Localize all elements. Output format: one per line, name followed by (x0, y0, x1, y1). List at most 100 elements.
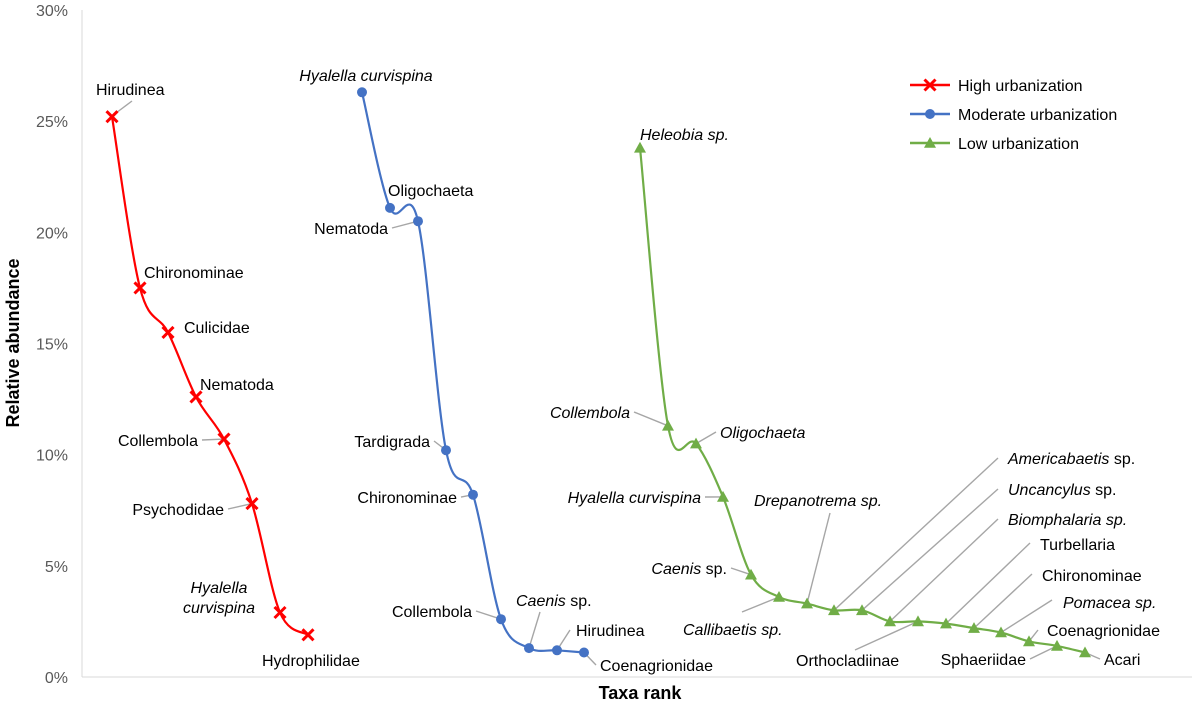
legend-label: Low urbanization (958, 136, 1079, 153)
point-label: Callibaetis sp. (683, 622, 783, 639)
label-leader-line (945, 542, 1031, 625)
data-point (189, 390, 203, 404)
label-leader-line (806, 512, 831, 604)
legend-item: Low urbanization (910, 136, 1079, 153)
data-point (468, 489, 478, 500)
legend-label: High urbanization (958, 78, 1083, 95)
point-label: Chironominae (357, 490, 457, 507)
data-point (245, 497, 259, 511)
label-leader-line (833, 457, 999, 611)
legend-marker (925, 109, 935, 119)
legend-marker (924, 137, 936, 148)
point-label: Hyalella curvispina (568, 490, 701, 507)
point-label: Coenagrionidae (600, 658, 713, 675)
point-label: Caenis sp. (651, 561, 727, 578)
y-tick-labels: 0% 5% 10% 15% 20% 25% 30% (36, 3, 68, 687)
data-point (968, 622, 980, 633)
point-label: Acari (1104, 652, 1140, 669)
axes: 0% 5% 10% 15% 20% 25% 30% Taxa rank Relative a… (3, 3, 1192, 703)
point-label: Collembola (392, 604, 472, 621)
point-label: Americabaetis sp. (1007, 451, 1135, 468)
point-label: Uncancylus sp. (1008, 482, 1117, 499)
label-leader-line (227, 502, 253, 510)
point-label: Hirudinea (576, 623, 645, 640)
legend-item: Moderate urbanization (910, 107, 1117, 124)
point-label: Chironominae (144, 265, 244, 282)
data-point (105, 110, 119, 124)
series-lines (110, 92, 1086, 654)
label-leader-line (854, 620, 919, 651)
data-point (552, 645, 562, 656)
legend-item: High urbanization (910, 78, 1083, 95)
series-line (360, 92, 585, 654)
point-label: Tardigrada (354, 434, 430, 451)
y-tick-label: 25% (36, 114, 68, 131)
point-label: Hydrophilidae (262, 653, 360, 670)
y-tick-label: 15% (36, 337, 68, 354)
y-tick-label: 20% (36, 225, 68, 242)
data-point (441, 445, 451, 456)
data-point (912, 615, 924, 627)
point-label: Collembola (550, 405, 630, 422)
label-leader-line (741, 596, 780, 613)
label-leader-line (201, 438, 225, 441)
data-point (717, 490, 729, 502)
point-label: Pomacea sp. (1063, 595, 1156, 612)
series-line (110, 116, 309, 636)
point-label: Drepanotrema sp. (754, 493, 882, 510)
legend-label: Moderate urbanization (958, 107, 1117, 124)
y-tick-label: 10% (36, 448, 68, 465)
data-point (690, 437, 702, 449)
point-label: Collembola (118, 433, 198, 450)
data-point (856, 604, 868, 616)
legend-marker (923, 78, 937, 92)
point-label: Psychodidae (132, 502, 224, 519)
label-leader-line (861, 488, 999, 611)
data-point (496, 614, 506, 625)
point-label: Hyalella curvispina (299, 68, 432, 85)
label-leader-line (695, 431, 717, 445)
label-leader-line (115, 100, 133, 114)
data-point (1051, 639, 1063, 651)
data-point (357, 87, 367, 98)
y-tick-label: 30% (36, 3, 68, 20)
data-point (828, 604, 840, 616)
point-label: Chironominae (1042, 568, 1142, 585)
point-label: Sphaeriidae (941, 652, 1027, 669)
point-label: Nematoda (314, 221, 388, 238)
data-point (1079, 646, 1091, 658)
label-leader-line (730, 567, 752, 576)
data-point (217, 432, 231, 446)
data-point (161, 325, 175, 339)
data-point (884, 615, 896, 627)
data-point (1023, 635, 1035, 647)
point-label: Nematoda (200, 377, 274, 394)
point-label: Orthocladiinae (796, 653, 899, 670)
data-point (662, 419, 674, 431)
point-label: Culicidae (184, 320, 250, 337)
data-point (773, 591, 785, 602)
y-tick-label: 0% (45, 670, 68, 687)
data-point (301, 628, 315, 642)
data-point (634, 141, 646, 153)
point-label: Hirudinea (96, 82, 165, 99)
x-axis-title: Taxa rank (599, 683, 683, 703)
point-label: Coenagrionidae (1047, 623, 1160, 640)
point-label: Biomphalaria sp. (1008, 512, 1127, 529)
point-labels: HirudineaChironominaeCulicidaeNematodaCo… (96, 68, 1160, 675)
y-tick-label: 5% (45, 559, 68, 576)
data-point (940, 617, 952, 629)
data-point (133, 281, 147, 295)
label-leader-line (633, 411, 669, 427)
label-leader-line (973, 573, 1033, 629)
data-point (385, 202, 395, 213)
data-point (413, 216, 423, 227)
label-leader-line (528, 611, 541, 649)
point-label: Caenis sp. (516, 593, 592, 610)
data-point (273, 605, 287, 620)
y-axis-title: Relative abundance (3, 258, 23, 427)
point-label: Oligochaeta (720, 425, 805, 442)
